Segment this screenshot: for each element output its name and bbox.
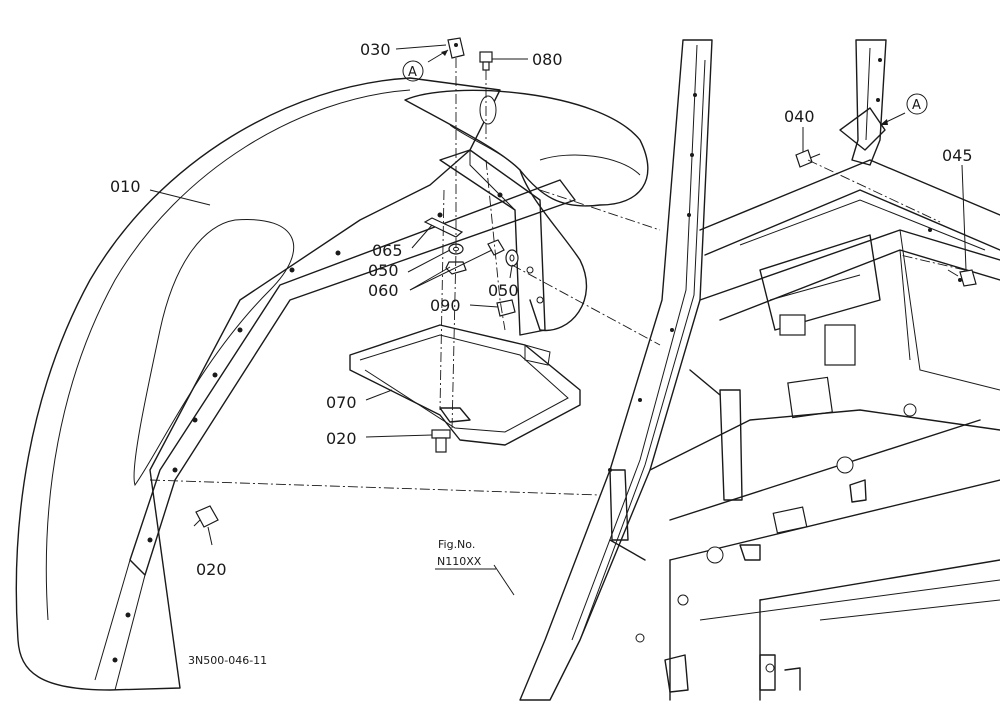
view-marker-a-right: A xyxy=(906,93,928,115)
svg-text:A: A xyxy=(408,65,417,80)
callout-010: 010 xyxy=(110,177,141,196)
bolt-020-upper xyxy=(431,429,451,453)
callout-050-left: 050 xyxy=(368,261,399,280)
cab-frame xyxy=(519,39,1000,701)
assembly-centerlines xyxy=(149,58,966,496)
callout-045: 045 xyxy=(942,146,973,165)
bolt-080 xyxy=(479,51,493,71)
leader-lines xyxy=(149,44,967,596)
callout-050-right: 050 xyxy=(488,281,519,300)
bolt-020-lower xyxy=(193,505,219,528)
figure-reference: Fig.No. N110XX xyxy=(435,538,496,570)
nut-060-right xyxy=(487,239,505,256)
bolt-040 xyxy=(795,149,821,168)
drawing-code: 3N500-046-11 xyxy=(188,654,267,667)
callout-030: 030 xyxy=(360,40,391,59)
callouts: 030 080 010 040 045 065 050 060 050 090 … xyxy=(110,40,973,579)
callout-065: 065 xyxy=(372,241,403,260)
callout-060: 060 xyxy=(368,281,399,300)
callout-020-upper: 020 xyxy=(326,429,357,448)
callout-020-lower: 020 xyxy=(196,560,227,579)
tray-070 xyxy=(349,324,581,446)
svg-text:A: A xyxy=(912,98,921,113)
washer-050-right xyxy=(505,249,519,267)
figure-label: Fig.No. xyxy=(438,538,475,551)
fender-010 xyxy=(15,77,649,691)
callout-090: 090 xyxy=(430,296,461,315)
figure-number: N110XX xyxy=(437,555,482,568)
callout-040: 040 xyxy=(784,107,815,126)
view-marker-a-left: A xyxy=(402,60,424,82)
callout-070: 070 xyxy=(326,393,357,412)
clip-030 xyxy=(447,37,465,59)
nut-090 xyxy=(496,299,516,317)
bolt-045 xyxy=(947,269,977,287)
callout-080: 080 xyxy=(532,50,563,69)
